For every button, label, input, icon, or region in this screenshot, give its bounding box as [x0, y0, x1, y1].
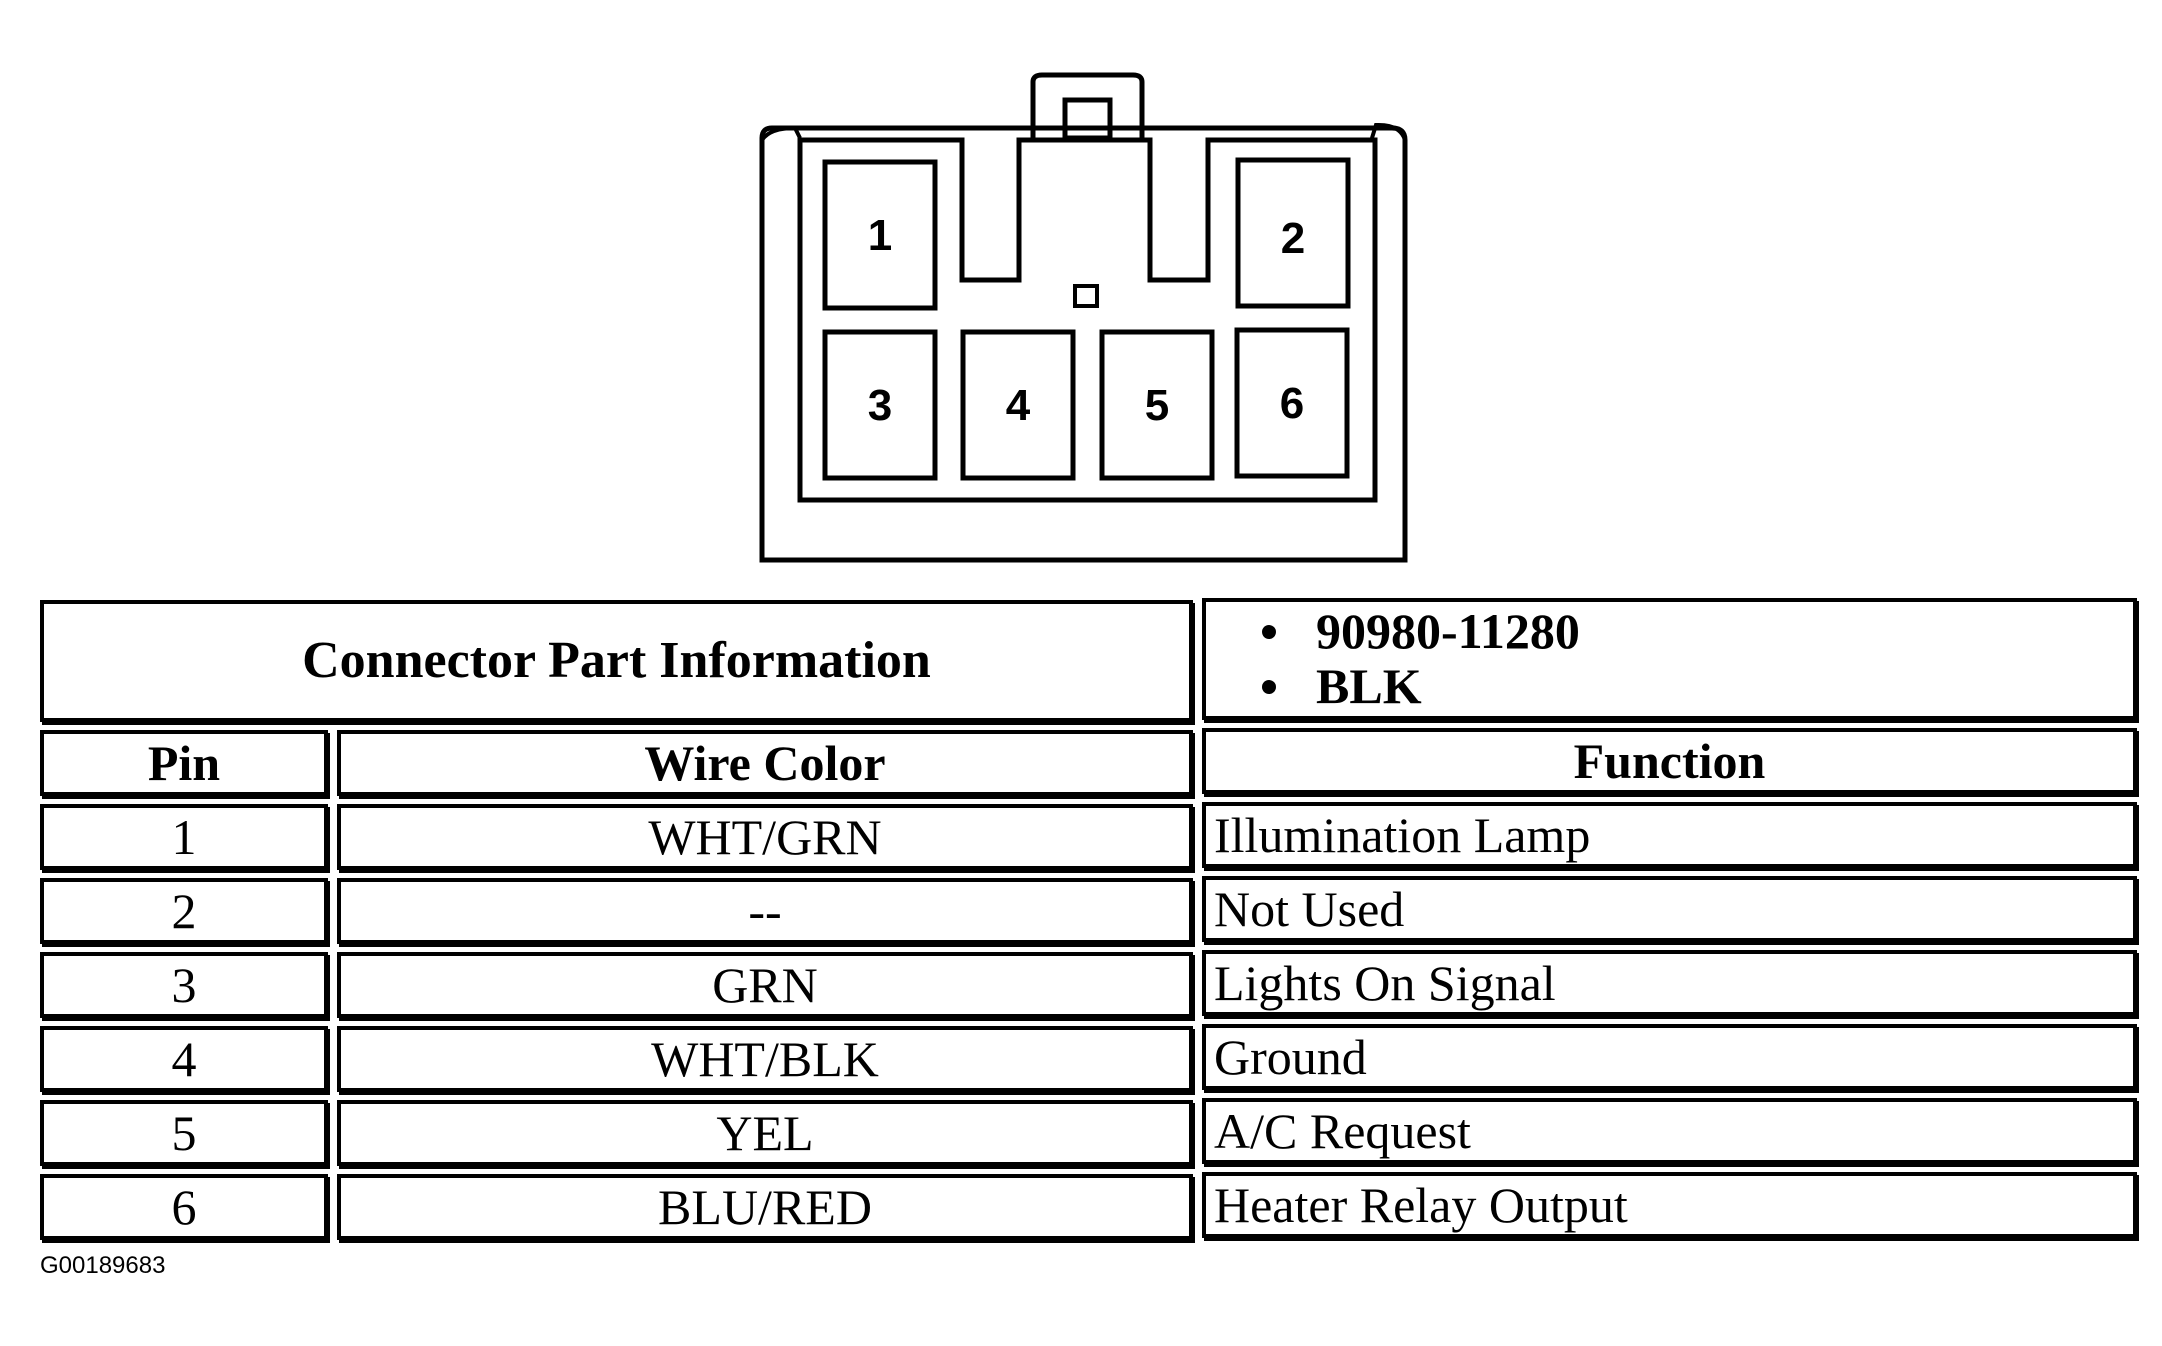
wire-color-cell: BLU/RED — [337, 1174, 1193, 1240]
part-info-label-cell: Connector Part Information — [40, 600, 1193, 722]
function-cell: Not Used — [1202, 876, 2137, 942]
pin-cavity-5: 5 — [1099, 329, 1215, 481]
pin-cavity-3: 3 — [822, 329, 938, 481]
part-info-label: Connector Part Information — [302, 632, 931, 689]
connector-left-tab — [760, 125, 802, 142]
pin-cell: 3 — [40, 952, 328, 1018]
pin-label: 5 — [1145, 381, 1169, 430]
pin-cell: 1 — [40, 804, 328, 870]
part-info-values-cell: 90980-11280 BLK — [1202, 598, 2137, 720]
pin-cavity-6: 6 — [1234, 327, 1350, 479]
header-pin: Pin — [40, 730, 328, 796]
part-info-item: 90980-11280 — [1206, 604, 1580, 659]
function-cell: Ground — [1202, 1024, 2137, 1090]
function-cell: Illumination Lamp — [1202, 802, 2137, 868]
header-pin-label: Pin — [147, 735, 221, 791]
header-wire-color-label: Wire Color — [644, 735, 886, 791]
connector-inner-cavity — [797, 137, 1378, 503]
pin-label: 2 — [1281, 214, 1305, 263]
pin-cavity-2: 2 — [1235, 157, 1351, 309]
pin-cell: 5 — [40, 1100, 328, 1166]
pin-label: 4 — [1006, 381, 1031, 430]
connector-outer-shell — [759, 125, 1408, 563]
wire-color-cell: WHT/GRN — [337, 804, 1193, 870]
connector-key — [1073, 284, 1099, 308]
pin-cavity-1: 1 — [822, 159, 938, 311]
function-cell: Lights On Signal — [1202, 950, 2137, 1016]
connector-latch — [1030, 72, 1145, 138]
connector-right-tab — [1370, 122, 1407, 141]
wire-color-cell: WHT/BLK — [337, 1026, 1193, 1092]
part-info-list: 90980-11280 BLK — [1206, 604, 1580, 714]
function-cell: A/C Request — [1202, 1098, 2137, 1164]
connector-color: BLK — [1316, 658, 1422, 714]
function-cell: Heater Relay Output — [1202, 1172, 2137, 1238]
wire-color-cell: -- — [337, 878, 1193, 944]
pin-cell: 4 — [40, 1026, 328, 1092]
part-info-item: BLK — [1206, 659, 1580, 714]
connector-latch-window — [1062, 97, 1113, 141]
part-number: 90980-11280 — [1316, 603, 1580, 659]
wire-color-cell: GRN — [337, 952, 1193, 1018]
figure-id: G00189683 — [40, 1252, 166, 1279]
pin-label: 6 — [1280, 379, 1304, 428]
header-wire-color: Wire Color — [337, 730, 1193, 796]
wire-color-cell: YEL — [337, 1100, 1193, 1166]
connector-diagram: 1 2 3 4 5 6 — [759, 72, 1408, 563]
header-function: Function — [1202, 728, 2137, 794]
pin-label: 3 — [868, 381, 892, 430]
pin-cavity-4: 4 — [960, 329, 1076, 481]
pin-label: 1 — [868, 211, 892, 260]
pin-cell: 2 — [40, 878, 328, 944]
bullet-icon — [1262, 679, 1276, 694]
pin-cell: 6 — [40, 1174, 328, 1240]
header-function-label: Function — [1573, 733, 1766, 789]
bullet-icon — [1262, 624, 1276, 639]
